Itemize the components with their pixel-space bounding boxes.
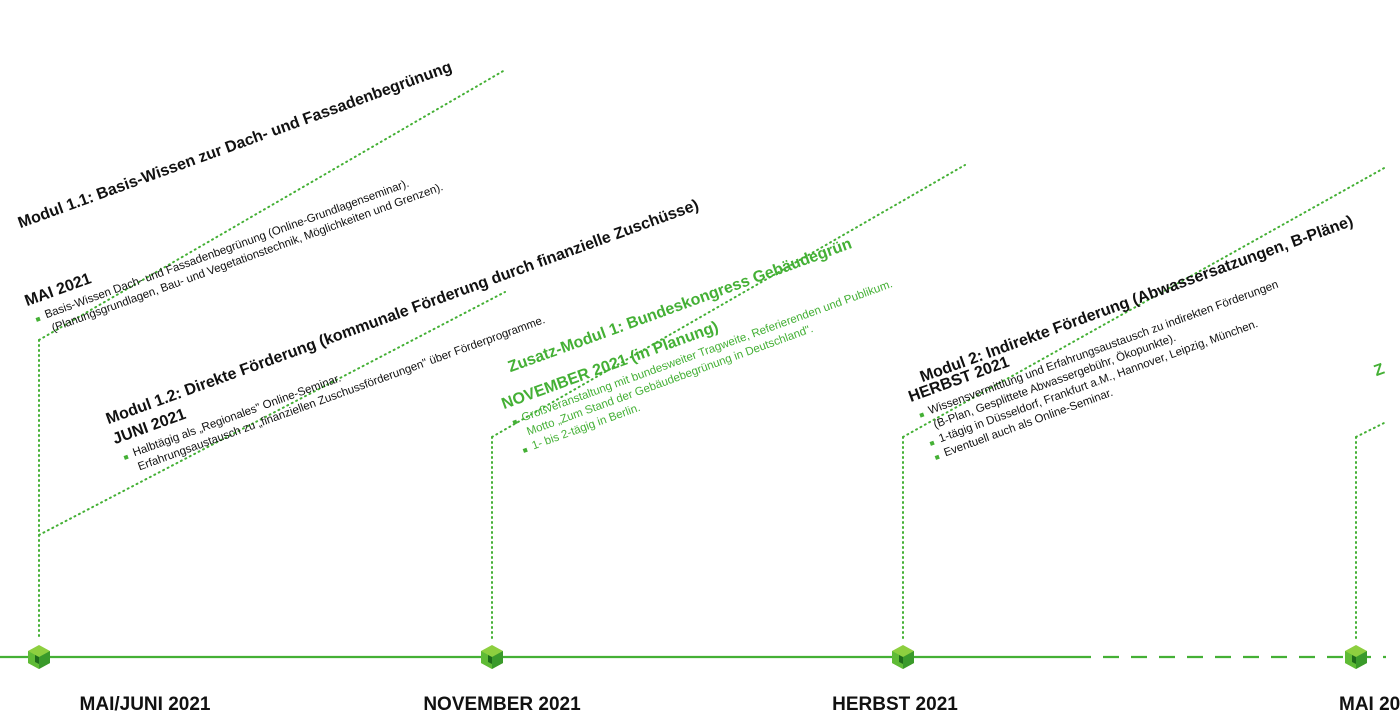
bullet-dot — [35, 316, 41, 322]
bullet-dot — [522, 447, 528, 453]
timeline-label-4: MAI 20 — [1339, 694, 1400, 715]
bullet-dot — [123, 454, 129, 460]
timeline-label-2: NOVEMBER 2021 — [423, 694, 581, 715]
cube-icon — [28, 645, 50, 669]
slant-guide-4 — [902, 166, 1387, 438]
timeline-label-1: MAI/JUNI 2021 — [79, 694, 211, 715]
bullet-dot — [929, 440, 935, 446]
bullet-dot — [934, 454, 940, 460]
bullet-dot — [512, 419, 518, 425]
bullet-dot — [919, 412, 925, 418]
slant-guide-5 — [1355, 421, 1387, 438]
cube-icon — [892, 645, 914, 669]
timeline-label-3: HERBST 2021 — [832, 694, 958, 715]
slant-guide-1 — [38, 69, 506, 341]
cube-icon — [481, 645, 503, 669]
cube-icon — [1345, 645, 1367, 669]
slant-guide-3 — [491, 164, 966, 438]
